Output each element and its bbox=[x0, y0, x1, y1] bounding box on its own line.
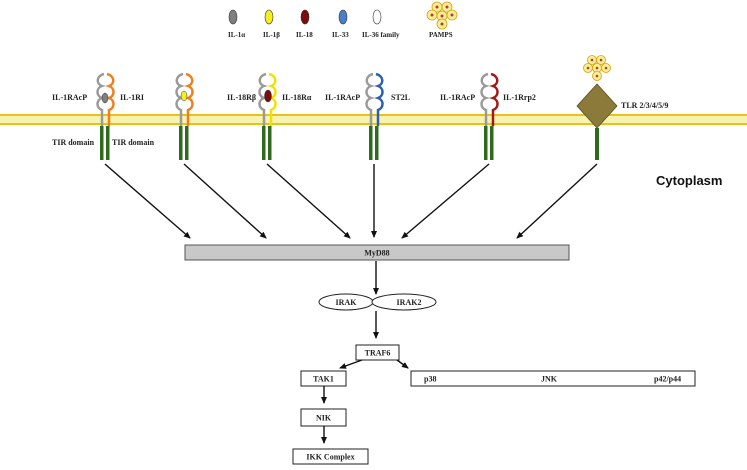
il18-legend-label: IL-18 bbox=[296, 31, 313, 39]
pamps-cluster-icon bbox=[583, 55, 611, 81]
il1b-legend-label: IL-1β bbox=[263, 31, 280, 39]
il36-legend-label: IL-36 family bbox=[362, 31, 400, 39]
mapk-box bbox=[410, 370, 696, 387]
receptor4-right-label: ST2L bbox=[391, 93, 410, 102]
mapk-p38-label: p38 bbox=[424, 375, 436, 384]
traf6-label: TRAF6 bbox=[365, 349, 391, 358]
mapk-jnk-label: JNK bbox=[541, 375, 558, 384]
receptor-il36-complex bbox=[480, 72, 499, 160]
receptor-il33-complex bbox=[365, 72, 384, 160]
cell-membrane bbox=[0, 114, 747, 125]
tlr-label: TLR 2/3/4/5/9 bbox=[621, 101, 668, 110]
il36-legend-icon bbox=[372, 9, 382, 25]
legend: IL-1α IL-1β IL-18 IL-33 IL-36 family PAM… bbox=[228, 1, 458, 39]
il33-legend-icon bbox=[338, 9, 348, 25]
receptor-il1b-complex bbox=[175, 72, 194, 160]
receptor-to-myd88-arrows bbox=[104, 163, 598, 239]
nik-label: NIK bbox=[316, 414, 332, 423]
receptor3-left-label: IL-18Rβ bbox=[227, 93, 256, 102]
myd88-bar bbox=[184, 244, 570, 261]
receptor-il1-complex bbox=[96, 72, 115, 160]
receptor4-left-label: IL-1RAcP bbox=[325, 93, 360, 102]
il1b-legend-icon bbox=[264, 9, 274, 25]
receptor5-left-label: IL-1RAcP bbox=[440, 93, 475, 102]
ikk-complex-box bbox=[292, 448, 369, 465]
il33-legend-label: IL-33 bbox=[332, 31, 349, 39]
receptor3-right-label: IL-18Rα bbox=[282, 93, 312, 102]
receptor1-left-label: IL-1RAcP bbox=[52, 93, 87, 102]
tir-domain-right-label: TIR domain bbox=[112, 138, 155, 147]
pamps-legend-icon bbox=[426, 1, 458, 30]
traf6-to-mapk-arrow bbox=[396, 359, 409, 369]
receptor5-right-label: IL-1Rrp2 bbox=[503, 93, 536, 102]
il18-legend-icon bbox=[300, 9, 310, 25]
il1a-legend-label: IL-1α bbox=[228, 31, 245, 39]
traf6-to-tak1-arrow bbox=[339, 359, 363, 369]
irak-label: IRAK bbox=[336, 298, 358, 307]
myd88-label: MyD88 bbox=[364, 249, 389, 258]
irak2-label: IRAK2 bbox=[397, 298, 422, 307]
pamps-legend-label: PAMPS bbox=[429, 31, 453, 39]
receptor1-right-label: IL-1RI bbox=[120, 93, 144, 102]
irak2-ellipse bbox=[371, 293, 437, 311]
il1a-legend-icon bbox=[228, 9, 238, 25]
ikk-complex-label: IKK Complex bbox=[306, 453, 354, 462]
cytoplasm-label: Cytoplasm bbox=[656, 173, 722, 188]
receptor-il18-complex bbox=[258, 72, 277, 160]
tlr-receptor bbox=[576, 55, 618, 160]
tak1-label: TAK1 bbox=[313, 375, 334, 384]
traf6-box bbox=[355, 344, 400, 361]
mapk-p42p44-label: p42/p44 bbox=[654, 375, 681, 384]
tir-domain-left-label: TIR domain bbox=[52, 138, 95, 147]
